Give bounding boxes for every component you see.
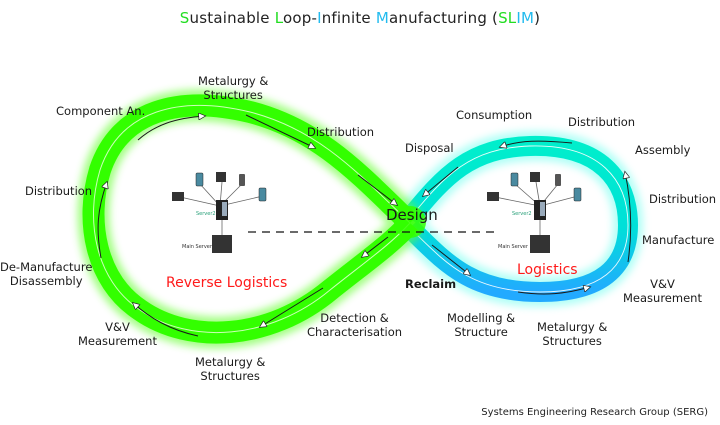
desktop-icon [216,172,226,182]
label-distribution-top-right: Distribution [568,115,636,129]
title-part: ustainable [189,9,275,27]
arrow-icon [362,236,389,257]
title-part: IM [516,9,535,27]
desktop-icon [530,172,540,182]
network-illustration-left: Server2 Main Server [172,172,267,253]
title-part: S [179,9,190,27]
arrow-icon [423,166,459,196]
title-part: oop- [282,9,318,27]
title-part: I [317,9,322,27]
label-consumption: Consumption [456,108,533,122]
left-loop [77,89,422,349]
arrow-icon [97,182,107,259]
title-part: L [274,9,283,27]
arrow-icon [137,116,205,141]
label-reclaim: Reclaim [405,277,457,291]
left-loop-arrows [97,114,397,337]
label-disposal: Disposal [405,141,454,155]
label-metalurgy-top: Metalurgy &Structures [198,74,269,102]
phone-icon [239,174,245,186]
right-loop [398,130,644,308]
phone-icon [573,187,582,202]
laptop-icon [487,192,499,201]
label-component: Component An. [56,104,146,118]
footer-credit: Systems Engineering Research Group (SERG… [481,407,708,418]
laptop-icon [172,192,184,201]
title-part: SL [498,9,517,27]
phone-icon [258,187,267,202]
main-server-icon [212,235,232,253]
arrow-icon [133,303,199,337]
title-part: M [375,9,389,27]
arrow-icon [517,287,590,295]
label-assembly: Assembly [635,143,691,157]
page-title: Sustainable Loop-Infinite Manufacturing … [0,9,720,27]
label-distribution-top-left: Distribution [307,125,375,139]
network-illustration-right: Server2 Main Server [487,172,582,253]
label-modelling: Modelling &Structure [447,311,516,339]
phone-icon [195,172,204,187]
arrow-icon [431,244,470,275]
title-part: anufacturing ( [388,9,499,27]
title-part: nfinite [321,9,376,27]
label-detection: Detection &Characterisation [307,311,403,339]
label-metalurgy-right: Metalurgy &Structures [537,320,608,348]
design-crossing [394,206,426,238]
phone-icon [555,174,561,186]
server-label: Server2 [512,211,532,217]
title-part: ) [534,9,541,27]
label-distribution-right: Distribution [649,192,717,206]
main-server-label: Main Server [182,244,213,250]
arrow-icon [500,140,573,147]
arrow-icon [357,174,397,205]
right-loop-arrows [423,140,632,295]
center-label-design: Design [386,206,438,224]
reverse-logistics-label: Reverse Logistics [166,275,288,291]
label-metalurgy-bottom: Metalurgy &Structures [195,355,266,383]
arrow-icon [245,114,315,148]
label-distribution-left: Distribution [25,184,93,198]
phone-icon [510,172,519,187]
arrow-icon [625,172,632,263]
main-server-icon [530,235,550,253]
server-label: Server2 [196,211,216,217]
main-server-label: Main Server [498,244,529,250]
logistics-label: Logistics [517,262,578,278]
label-manufacture: Manufacture [642,233,715,247]
arrow-icon [260,287,324,327]
